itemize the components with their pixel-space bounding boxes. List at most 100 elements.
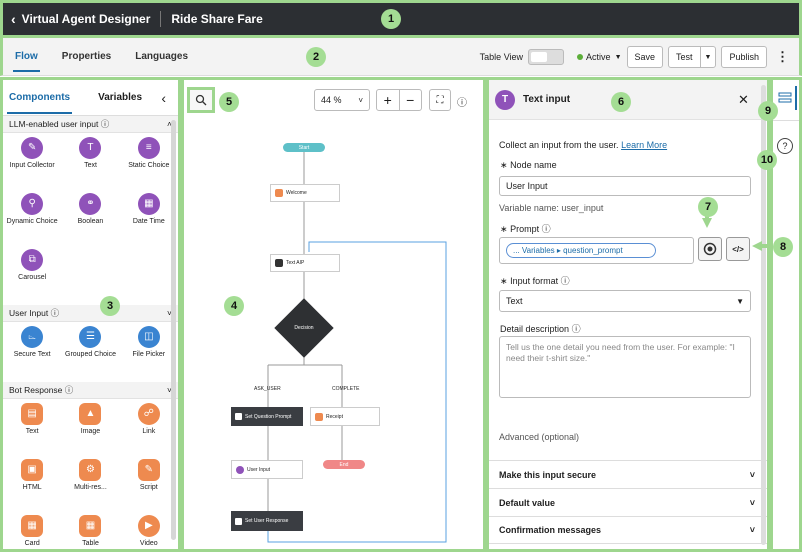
section-header-bot-response[interactable]: Bot Response ⓘ ˅ [3,382,178,399]
receipt-node[interactable]: Receipt [310,407,380,426]
callout-6: 6 [611,92,631,112]
component-dynamic-choice[interactable]: ⚲Dynamic Choice [3,193,61,249]
field-label: Detail description [500,324,570,334]
status-dropdown[interactable]: Active ▼ [577,52,622,62]
test-button[interactable]: Test [676,52,693,62]
script-icon [235,517,242,525]
more-options-icon[interactable]: ⋮ [776,49,789,64]
variable-pill[interactable]: ... Variables ▸ question_prompt [506,243,656,258]
ai-assist-button[interactable] [698,237,722,261]
callout-5: 5 [219,92,239,112]
set-question-prompt-node[interactable]: Set Question Prompt [231,407,303,426]
section-title: LLM-enabled user input [9,119,99,129]
component-secure-text[interactable]: ⌳Secure Text [3,326,61,382]
close-icon[interactable]: ✕ [738,92,749,107]
multi-response-icon: ⚙ [79,459,102,481]
tab-variables[interactable]: Variables [98,92,143,103]
tab-properties[interactable]: Properties [61,51,112,62]
callout-4: 4 [224,296,244,316]
component-card[interactable]: ▦Card [3,515,61,549]
start-node[interactable]: Start [283,143,325,152]
chevron-down-icon[interactable]: ˅ [167,385,172,395]
chevron-down-icon[interactable]: ˅ [167,308,172,318]
script-icon [235,413,242,420]
component-file-picker[interactable]: ◫File Picker [120,326,178,382]
static-choice-icon: ≡ [137,137,160,159]
field-label: Prompt [510,224,540,234]
detail-description-textarea[interactable]: Tell us the one detail you need from the… [499,336,751,398]
accordion-confirmation[interactable]: Confirmation messages ˅ [489,516,767,544]
caret-down-icon[interactable]: ▼ [699,47,716,67]
chevron-down-icon: ˅ [749,469,755,480]
welcome-node[interactable]: Welcome [270,184,340,202]
advanced-toggle[interactable]: Advanced (optional) [499,432,580,442]
component-bot-text[interactable]: ▤Text [3,403,61,459]
input-format-select[interactable]: Text ▼ [499,290,751,312]
save-button[interactable]: Save [626,46,664,68]
tab-components[interactable]: Components [3,80,76,116]
component-link[interactable]: ☍Link [120,403,178,459]
component-multi-response[interactable]: ⚙Multi-res... [61,459,119,515]
accordion-default-value[interactable]: Default value ˅ [489,488,767,516]
description-text: Collect an input from the user. [499,140,619,150]
left-scrollbar[interactable] [171,120,176,540]
table-view-toggle[interactable] [528,49,565,65]
component-label: File Picker [132,351,166,358]
publish-button[interactable]: Publish [721,46,767,68]
component-boolean[interactable]: ⚭Boolean [61,193,119,249]
search-button[interactable] [187,87,215,113]
fit-screen-icon[interactable]: ⛶ [429,89,451,111]
node-name-input[interactable]: User Input [499,176,751,196]
help-icon[interactable]: ? [777,138,793,154]
component-date-time[interactable]: ▦Date Time [120,193,178,249]
panel-scrollbar[interactable] [761,85,766,545]
section-header-llm[interactable]: LLM-enabled user input ⓘ ˄ [3,116,178,133]
required-icon: ∗ [500,160,508,170]
set-user-response-node[interactable]: Set User Response [231,511,303,531]
prompt-input[interactable]: ... Variables ▸ question_prompt [499,237,694,264]
component-image[interactable]: ▲Image [61,403,119,459]
properties-rail-button[interactable] [775,86,797,110]
section-title: User Input [9,308,49,318]
chevron-up-icon[interactable]: ˄ [167,119,172,129]
user-input-node[interactable]: User Input [231,460,303,479]
zoom-in-icon[interactable]: + [377,90,400,110]
zoom-out-icon[interactable]: − [406,92,415,108]
component-video[interactable]: ▶Video [120,515,178,549]
properties-panel: T Text input ✕ Collect an input from the… [486,77,770,552]
component-html[interactable]: ▣HTML [3,459,61,515]
node-label: Receipt [326,413,343,420]
end-node[interactable]: End [323,460,365,469]
component-label: Script [139,484,158,491]
prompt-field: ∗ Prompt ⓘ [489,222,551,240]
tab-languages[interactable]: Languages [135,51,189,62]
component-script[interactable]: ✎Script [120,459,178,515]
accordion-make-secure[interactable]: Make this input secure ˅ [489,460,767,488]
info-icon[interactable]: ⓘ [457,98,467,109]
back-link[interactable]: Virtual Agent Designer [21,12,151,26]
list-icon [778,92,792,103]
component-label: Grouped Choice [65,351,116,358]
tab-flow[interactable]: Flow [7,38,46,76]
learn-more-link[interactable]: Learn More [621,140,668,150]
component-grouped-choice[interactable]: ☰Grouped Choice [61,326,119,382]
component-input-collector[interactable]: ✎Input Collector [3,137,61,193]
node-name-field: ∗ Node name User Input Variable name: us… [489,160,751,213]
text-aip-node[interactable]: Text AIP [270,254,340,272]
zoom-select[interactable]: 44 % ˅ [314,89,370,111]
callout-9: 9 [758,101,778,121]
flow-canvas[interactable]: 44 % ˅ + − ⛶ ⓘ Start Welcome Text AIP [181,77,486,552]
script-mode-button[interactable]: </> [726,237,750,261]
detail-description-field: Detail description ⓘ [489,322,581,340]
panel-description: Collect an input from the user. Learn Mo… [499,140,667,150]
component-label: Carousel [18,274,47,281]
component-label: Date Time [132,218,165,225]
component-static-choice[interactable]: ≡Static Choice [120,137,178,193]
component-table[interactable]: ▦Table [61,515,119,549]
collapse-panel-icon[interactable]: ‹ [161,90,166,106]
section-header-user-input[interactable]: User Input ⓘ ˅ [3,305,178,322]
chevron-left-icon[interactable]: ‹ [11,11,16,27]
component-carousel[interactable]: ⧉Carousel [3,249,61,305]
test-split-button[interactable]: Test ▼ [668,46,717,68]
